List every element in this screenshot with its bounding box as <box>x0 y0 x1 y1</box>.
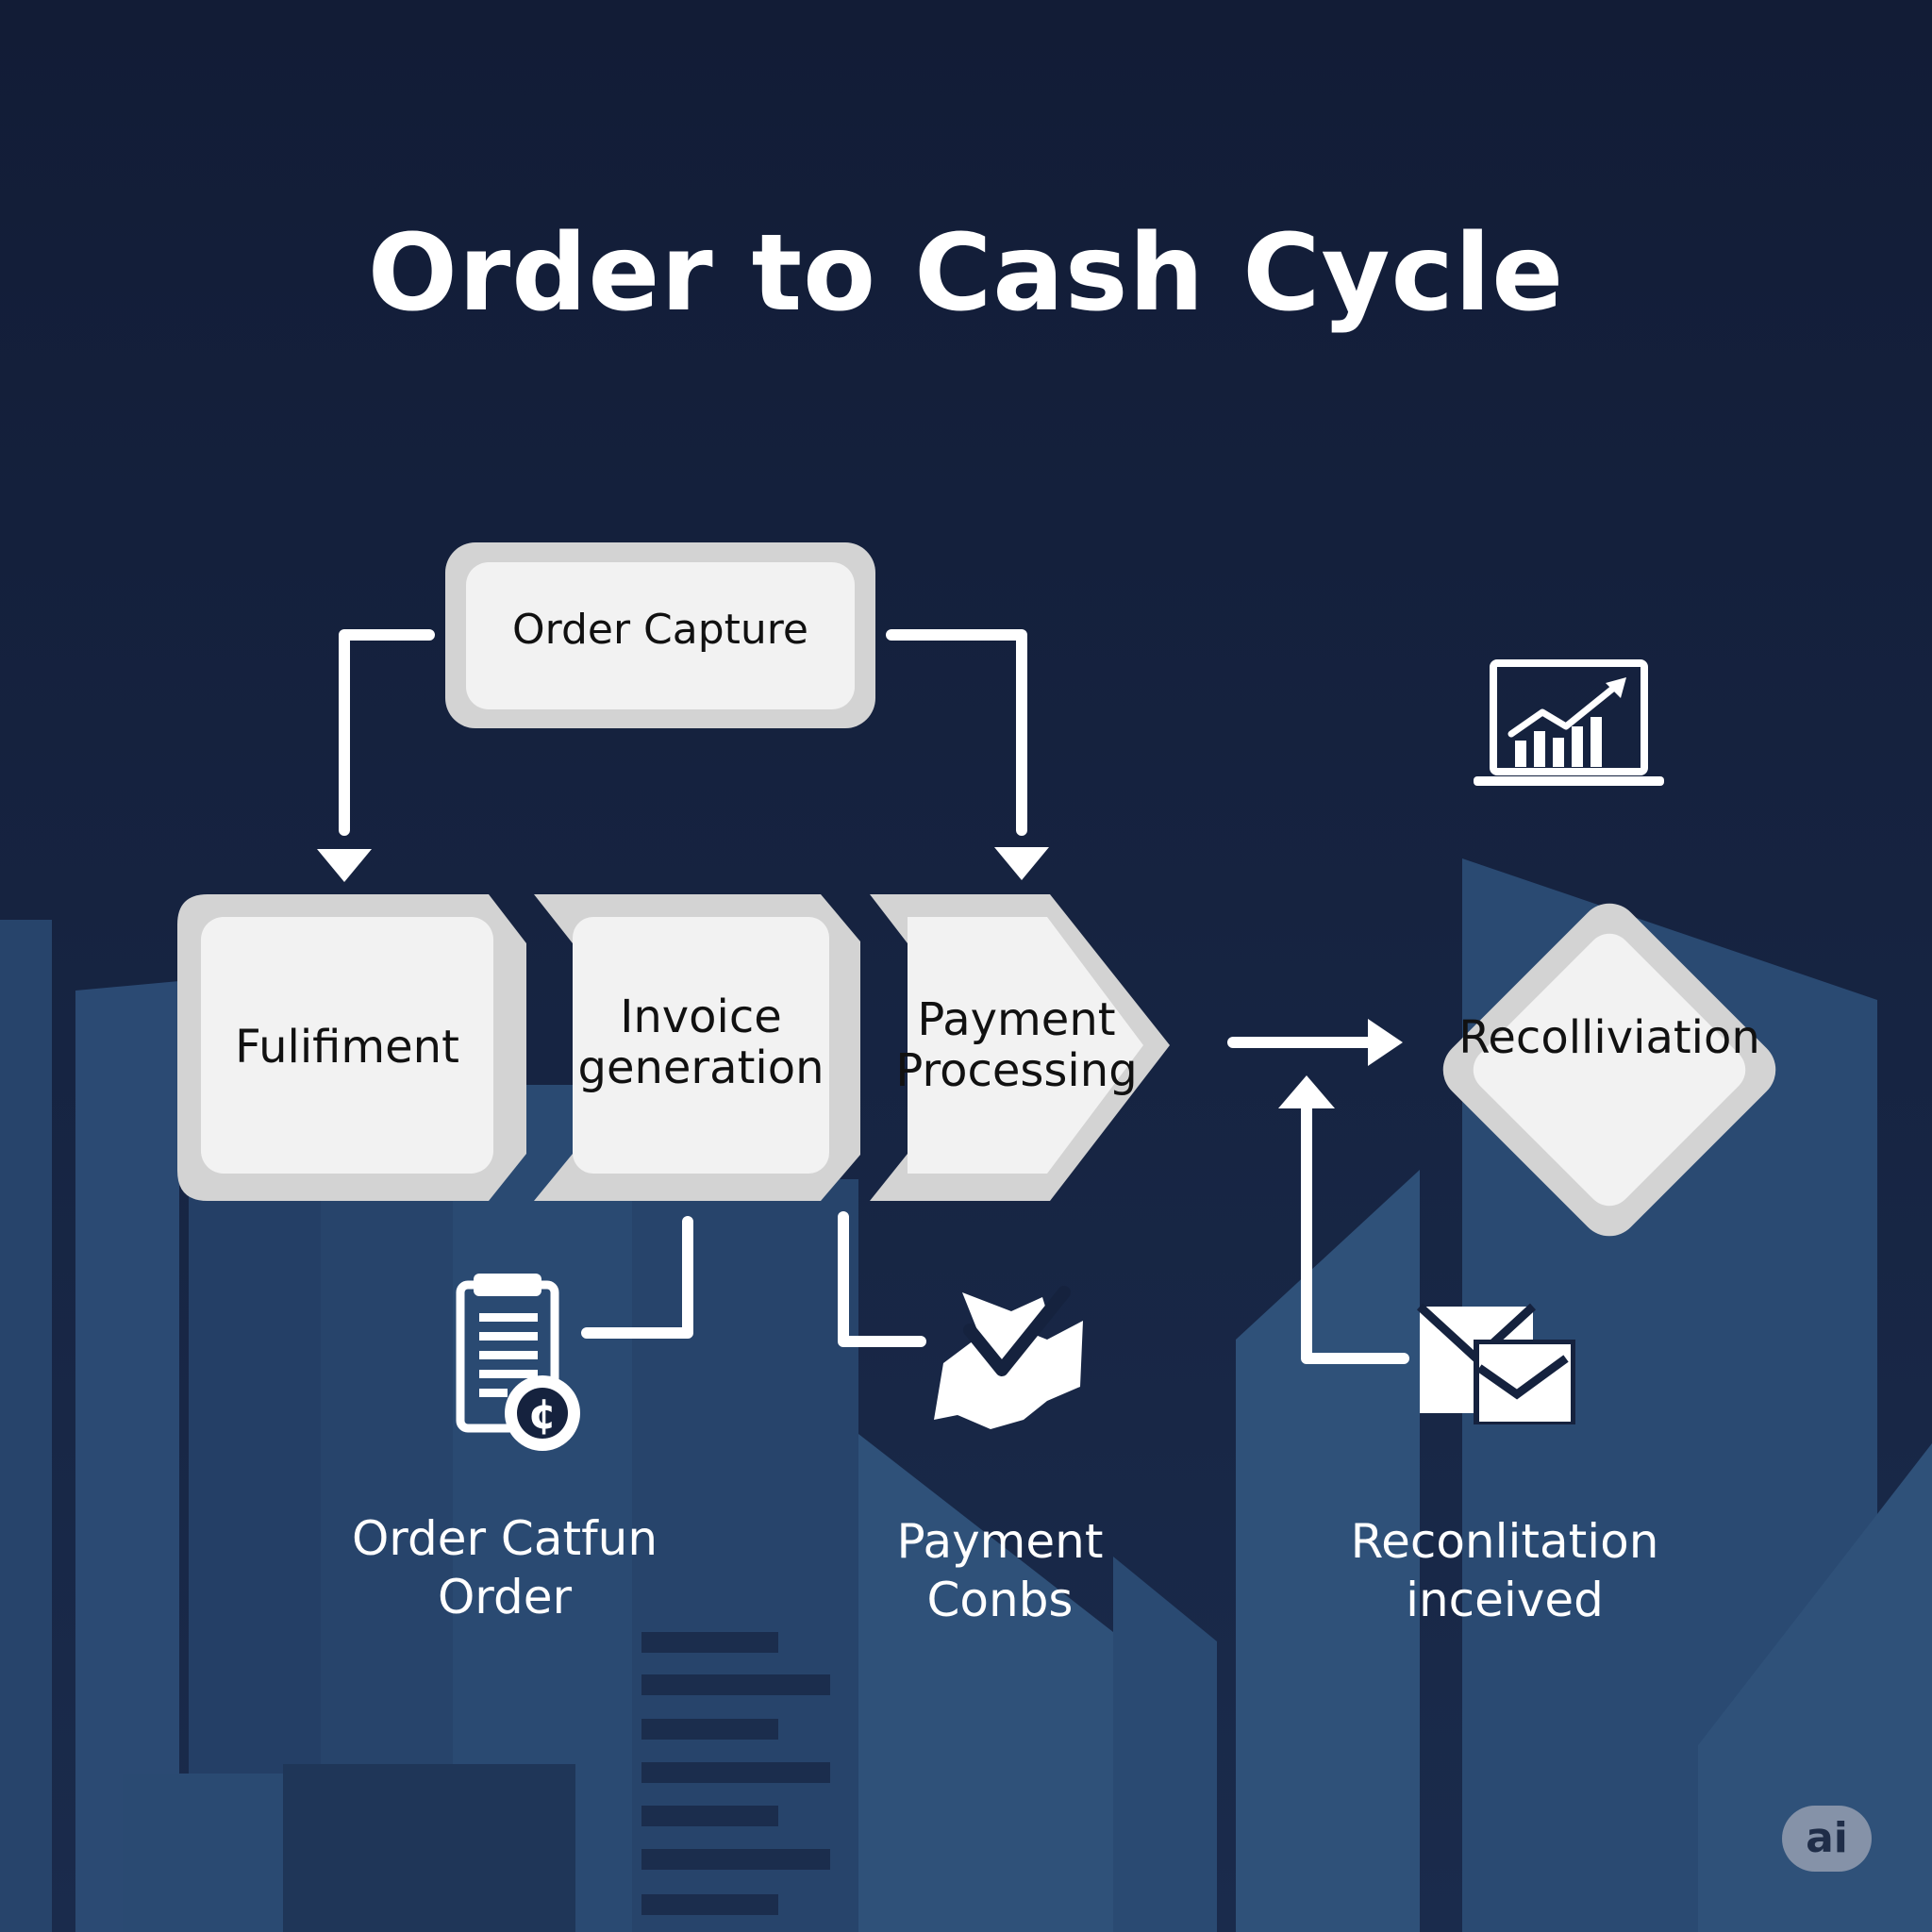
laptop-chart-icon <box>1474 659 1664 786</box>
node-reconciliation[interactable] <box>1430 891 1788 1248</box>
svg-text:¢: ¢ <box>528 1391 558 1439</box>
arrowheads <box>317 847 1403 1108</box>
arrowhead-fulfillment <box>317 849 372 882</box>
node-fulfillment[interactable] <box>177 894 526 1201</box>
caption-payment-line2: Conbs <box>926 1573 1074 1627</box>
node-label-payment-line2: Processing <box>895 1043 1138 1097</box>
handshake-check-icon <box>934 1286 1083 1429</box>
caption-order: Order Catfun Order <box>311 1509 698 1626</box>
ai-badge: ai <box>1782 1806 1872 1872</box>
caption-reconciliation: Reconlitation inceived <box>1321 1512 1689 1629</box>
invoice-coin-icon: ¢ <box>456 1274 580 1451</box>
connector-capture-to-payment <box>886 629 1027 836</box>
connector-payment-to-icon <box>838 1211 926 1347</box>
node-invoice-generation[interactable] <box>534 894 860 1201</box>
caption-reconciliation-line2: inceived <box>1406 1573 1604 1627</box>
caption-order-line2: Order <box>437 1570 573 1624</box>
connector-capture-to-fulfillment <box>339 629 435 836</box>
node-label-invoice-line1: Invoice <box>620 991 782 1043</box>
caption-order-line1: Order Catfun <box>351 1511 658 1566</box>
page-title: Order to Cash Cycle <box>367 212 1565 335</box>
node-label-payment-processing: Payment Processing <box>887 993 1146 1097</box>
envelopes-icon <box>1416 1303 1575 1424</box>
node-order-capture[interactable] <box>445 542 875 728</box>
node-label-payment-line1: Payment <box>917 993 1116 1046</box>
connector-icon-to-reconciliation <box>1301 1098 1409 1364</box>
caption-reconciliation-line1: Reconlitation <box>1350 1514 1659 1569</box>
node-payment-processing[interactable] <box>870 894 1170 1201</box>
node-label-reconciliation: Recolliviation <box>1458 1011 1760 1064</box>
node-label-fulfillment: Fulifiment <box>235 1021 459 1074</box>
connector-invoice-to-icon <box>581 1216 693 1339</box>
connectors <box>339 629 1409 1364</box>
caption-payment: Payment Conbs <box>840 1512 1160 1629</box>
arrowhead-up-reconciliation <box>1278 1075 1335 1108</box>
node-label-invoice-line2: generation <box>577 1041 824 1094</box>
arrowhead-payment <box>994 847 1049 880</box>
node-label-invoice-generation: Invoice generation <box>566 991 836 1094</box>
arrowhead-right-reconciliation <box>1368 1019 1403 1066</box>
node-label-order-capture: Order Capture <box>512 606 808 654</box>
caption-payment-line1: Payment <box>896 1514 1104 1569</box>
